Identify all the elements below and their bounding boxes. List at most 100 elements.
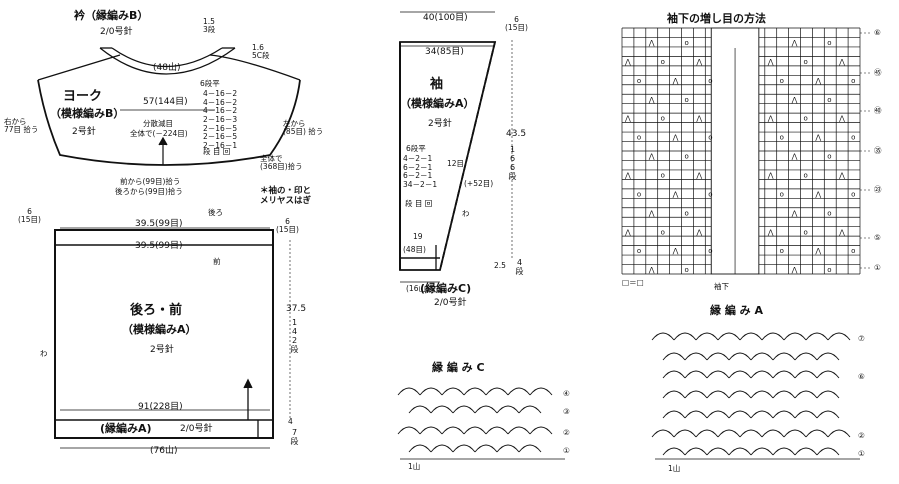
edge-chain-arc [463,426,487,435]
edge-chain-arc [474,444,498,453]
inc-row-label: ㊺ [874,68,882,77]
edge-chain-arc [772,410,796,419]
inc-grid-symbol: ⋀ [791,153,798,161]
body-edge-rows: 7段 [290,428,299,445]
body-arrow-head [243,378,253,389]
inc-grid-symbol: o [684,39,688,47]
edge-chain-arc [441,387,465,396]
edge-chain-arc [805,429,829,438]
collar-needle: 2/0号針 [100,27,133,37]
yoke-dec-row: 4－16－2 [203,89,238,98]
yoke-arrow-head [158,136,168,146]
yoke-dec-header: 6段平 [200,79,220,88]
inc-grid-symbol: o [851,247,855,255]
inc-grid-symbol: ⋀ [767,58,774,66]
body-edge-needle: 2/0号針 [180,424,213,434]
inc-chart-legend: □＝□ [622,278,644,287]
edge-chain-arc [794,352,818,361]
edge-chain-arc [772,390,796,399]
yoke-pattern: （模様編みB） [50,107,125,120]
yoke-dec-row: 2－16－1 [203,140,238,150]
inc-row-label: ㉓ [874,185,882,194]
sleeve-cuff-stitches: (48目) [403,245,426,254]
edge-chain-arc [695,332,719,341]
inc-grid-symbol: ⋀ [624,115,631,123]
inc-grid-symbol: ⋀ [767,228,774,236]
inc-row-label: ㉟ [874,146,882,155]
inc-grid-symbol: o [827,39,831,47]
edge-row-label: ⑥ [858,372,865,381]
edge-chain-arc [397,426,421,435]
inc-grid-symbol: ⋀ [695,115,702,123]
edge-chain-arc [408,444,432,453]
edge-c-chart [397,387,553,453]
edge-chain-arc [662,370,686,379]
edge-chain-arc [706,410,730,419]
inc-grid-symbol: o [780,190,784,198]
sleeve-inc-row: 6－2－1 [403,162,433,172]
edge-chain-arc [695,429,719,438]
inc-grid-symbol: ⋀ [791,209,798,217]
sleeve-top-width: 34(85目) [425,47,464,57]
sleeve-cuff-width: 19 [413,232,423,241]
inc-grid-symbol: ⋀ [838,58,845,66]
inc-grid-symbol: o [661,115,665,123]
edge-chain-arc [662,447,686,456]
edge-chain-arc [783,332,807,341]
inc-grid-symbol: ⋀ [695,228,702,236]
inc-grid-symbol: o [827,153,831,161]
yoke-dec-row: 2－16－5 [203,132,238,142]
edge-chain-arc [794,370,818,379]
edge-chain-arc [419,387,443,396]
yoke-dec-row: 4－16－2 [203,97,238,107]
edge-chain-arc [662,410,686,419]
sleeve-inc-row: 6－2－1 [403,171,433,181]
edge-chain-arc [750,447,774,456]
edge-chain-arc [452,444,476,453]
sleeve-needle: 2号針 [428,119,452,129]
inc-grid-symbol: o [708,247,712,255]
edge-chain-arc [441,426,465,435]
edge-chain-arc [684,447,708,456]
inc-row-label: ㊵ [874,106,882,115]
edge-chain-arc [706,352,730,361]
inc-grid-symbol: ⋀ [672,77,679,85]
edge-chain-arc [706,447,730,456]
edge-chain-arc [750,410,774,419]
edge-chain-arc [794,410,818,419]
edge-chain-arc [430,405,454,414]
sleeve-fold-mark: わ [462,209,470,218]
edge-chain-arc [739,332,763,341]
edge-chain-arc [772,370,796,379]
inc-grid-symbol: o [803,115,807,123]
edge-chain-arc [816,390,840,399]
body-top-back: 39.5(99目) [135,219,183,229]
yoke-dec-label: 分散減目 [143,119,173,128]
collar-rows: 1.5 3段 [203,17,216,34]
inc-grid-symbol: ⋀ [624,171,631,179]
edge-chain-arc [430,444,454,453]
edge-chain-arc [750,352,774,361]
inc-grid-symbol: o [684,153,688,161]
edge-a-title: 縁 編 み A [710,304,764,317]
inc-grid-symbol: o [851,134,855,142]
inc-grid-symbol: ⋀ [695,171,702,179]
inc-grid-symbol: o [803,228,807,236]
edge-chain-arc [728,370,752,379]
inc-grid-symbol: ⋀ [648,153,655,161]
edge-chain-arc [827,332,851,341]
edge-chain-arc [684,390,708,399]
inc-grid-symbol: o [827,96,831,104]
inc-grid-symbol: o [684,209,688,217]
inc-grid-symbol: o [803,171,807,179]
inc-grid-symbol: ⋀ [672,134,679,142]
edge-chain-arc [408,405,432,414]
inc-row-label: ① [874,263,881,272]
body-right-rows: 6 (15目) [276,217,299,234]
edge-chain-arc [805,332,829,341]
yoke-outline [37,79,301,166]
inc-chart-title: 袖下の増し目の方法 [667,12,766,25]
sleeve-inc-total: (+52目) [464,179,494,188]
inc-grid-symbol: o [684,96,688,104]
